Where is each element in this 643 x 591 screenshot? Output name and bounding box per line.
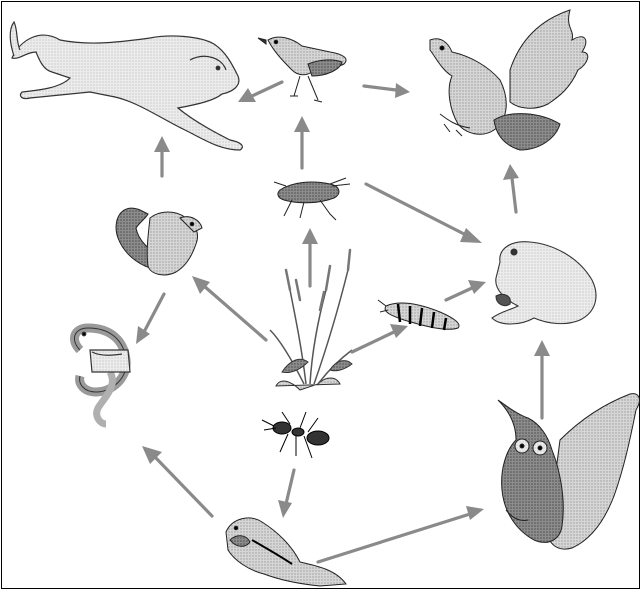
arrow-chipmunk-to-owl — [318, 506, 484, 562]
arrow-bird-to-hawk — [364, 83, 410, 98]
arrow-grasshopper-to-frog — [366, 184, 482, 243]
grasshopper-icon — [274, 178, 350, 220]
arrow-ant-to-chipmunk — [278, 470, 294, 518]
arrow-caterpillar-to-frog — [446, 280, 486, 300]
squirrel-icon — [116, 208, 202, 275]
caterpillar-icon — [378, 300, 459, 330]
snake-icon — [74, 328, 130, 424]
ant-icon — [262, 412, 329, 458]
arrow-chipmunk-to-snake — [142, 446, 212, 516]
mountain-lion-icon — [10, 22, 242, 150]
arrow-owl-to-frog — [534, 340, 550, 418]
arrow-plant-to-caterpillar — [352, 324, 408, 352]
arrow-squirrel-to-lion — [154, 136, 170, 176]
arrow-plant-to-squirrel — [192, 276, 266, 340]
arrow-bird-to-lion — [238, 82, 282, 102]
arrow-grasshopper-to-bird — [294, 116, 310, 168]
chipmunk-icon — [226, 518, 346, 586]
arrow-plant-to-grasshopper — [302, 228, 318, 286]
arrow-frog-to-hawk — [503, 164, 519, 212]
arrow-squirrel-to-snake — [136, 294, 164, 344]
arrows-group — [136, 82, 550, 562]
bird-icon — [258, 37, 346, 102]
frog-icon — [492, 242, 596, 324]
owl-icon — [498, 394, 639, 549]
hawk-icon — [430, 10, 588, 150]
